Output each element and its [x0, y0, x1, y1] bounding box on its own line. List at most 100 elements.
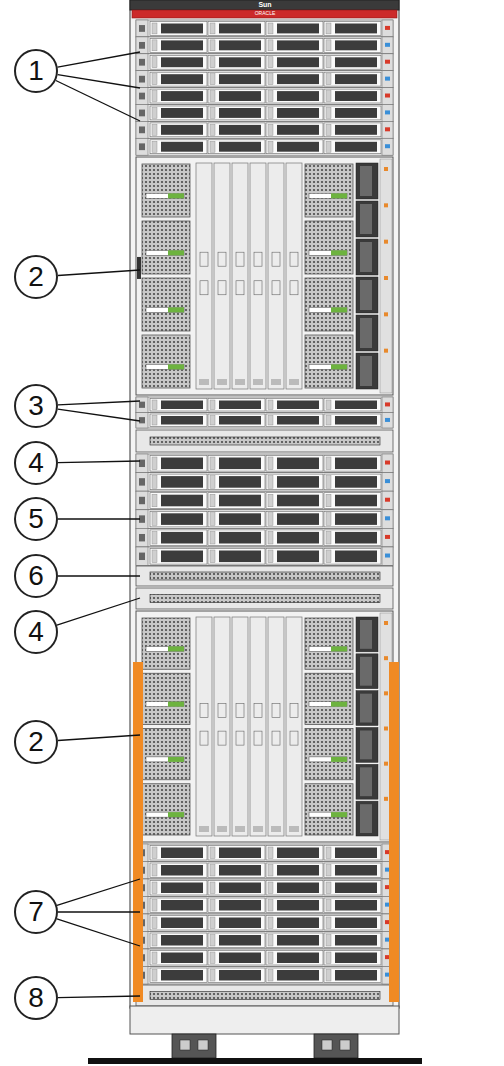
drive-slot: [208, 140, 265, 154]
drive-slot: [324, 38, 381, 52]
drive-handle: [210, 550, 215, 563]
drive-slot: [324, 474, 381, 490]
rack-foot: [172, 1034, 216, 1058]
drive-handle: [152, 513, 157, 526]
grille-slot: [150, 992, 380, 1000]
drive-vent: [335, 476, 377, 488]
drive-handle: [268, 847, 273, 859]
drive-slot: [266, 72, 323, 86]
rack: [88, 0, 422, 1064]
chassis-ear: [382, 491, 393, 510]
drive-handle: [152, 124, 157, 135]
drive-vent: [219, 883, 261, 894]
drive-slot: [266, 55, 323, 69]
drive-vent: [219, 900, 261, 911]
leader-line: [58, 735, 140, 741]
drive-row: [136, 914, 393, 932]
drive-vent: [219, 57, 261, 67]
drive-slot: [208, 38, 265, 52]
power-supply: [356, 163, 378, 199]
drive-vent: [219, 970, 261, 981]
ear-icon: [139, 76, 145, 83]
chassis-ear: [382, 473, 393, 492]
drive-vent: [277, 108, 319, 118]
callout-number: 3: [28, 392, 44, 420]
module-latch: [236, 281, 244, 295]
drive-vent: [277, 495, 319, 507]
drive-slot: [324, 22, 381, 36]
cpu-module: [214, 617, 230, 836]
drive-slot: [150, 530, 207, 546]
drive-slot: [266, 493, 323, 509]
drive-handle: [268, 108, 273, 119]
drive-slot: [208, 414, 265, 427]
drive-slot: [324, 140, 381, 154]
drive-handle: [152, 23, 157, 34]
drive-handle: [326, 550, 331, 563]
drive-slot: [150, 89, 207, 103]
status-led: [385, 60, 390, 64]
drive-handle: [152, 57, 157, 68]
ear-icon: [139, 25, 145, 32]
drive-handle: [210, 141, 215, 152]
ear-led: [384, 240, 388, 244]
fan-tab: [331, 193, 347, 198]
drive-handle: [326, 476, 331, 489]
drive-slot: [150, 474, 207, 490]
chassis-ear: [382, 105, 393, 122]
drive-vent: [277, 74, 319, 84]
psu-grip: [360, 356, 372, 386]
leader-line: [58, 575, 140, 576]
drive-vent: [277, 900, 319, 911]
drive-slot: [208, 863, 265, 878]
fan-handle: [309, 812, 347, 817]
fan-handle: [146, 364, 184, 369]
drive-vent: [335, 495, 377, 507]
drive-handle: [152, 882, 157, 894]
drive-slot: [324, 72, 381, 86]
grille-slot: [150, 437, 380, 445]
fan-handle: [146, 307, 184, 312]
fan-tab: [168, 364, 184, 369]
drive-handle: [152, 108, 157, 119]
cpu-module: [232, 617, 248, 836]
drive-slot: [324, 399, 381, 412]
callout-circle: 3: [14, 384, 58, 428]
psu-grip: [360, 318, 372, 348]
drive-vent: [335, 91, 377, 101]
drive-slot: [266, 511, 323, 527]
chassis-ear: [382, 510, 393, 529]
chassis-ear: [136, 454, 148, 473]
fan-tab: [168, 757, 184, 762]
caster: [180, 1040, 190, 1050]
cpu-module: [214, 163, 230, 389]
drive-slot: [150, 968, 207, 983]
drive-slot: [208, 456, 265, 472]
drive-slot: [324, 55, 381, 69]
chassis-ear: [382, 397, 393, 413]
drive-slot: [324, 951, 381, 966]
drive-vent: [335, 883, 377, 894]
power-supply: [356, 201, 378, 237]
drive-handle: [210, 74, 215, 85]
psu-grip: [360, 620, 372, 649]
drive-slot: [324, 933, 381, 948]
drive-slot: [150, 106, 207, 120]
drive-row: [136, 932, 393, 950]
drive-handle: [268, 494, 273, 507]
power-supply: [356, 801, 378, 836]
drive-handle: [268, 91, 273, 102]
leader-line: [58, 461, 140, 463]
drive-handle: [152, 494, 157, 507]
drive-vent: [219, 495, 261, 507]
drive-row: [136, 397, 393, 413]
drive-slot: [208, 123, 265, 137]
power-supply: [356, 617, 378, 652]
drive-handle: [210, 952, 215, 964]
drive-handle: [152, 865, 157, 877]
module-foot: [199, 379, 209, 385]
module-foot: [217, 379, 227, 385]
fan-tab: [331, 364, 347, 369]
module-latch: [254, 731, 262, 745]
